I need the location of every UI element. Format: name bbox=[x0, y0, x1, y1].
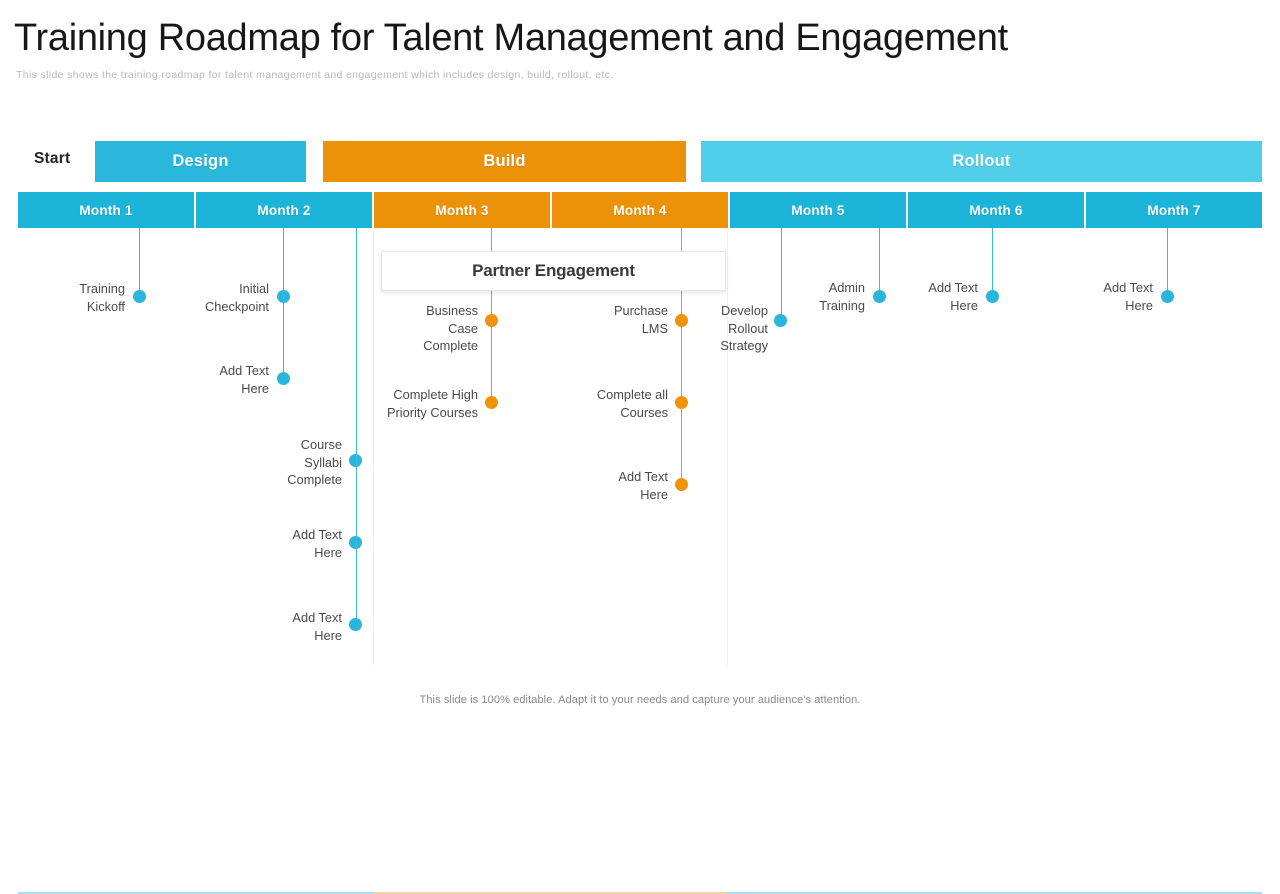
connector-add-text-here-m2-1 bbox=[283, 290, 284, 375]
section-divider-build-end bbox=[727, 228, 728, 666]
month-cell-7[interactable]: Month 7 bbox=[1086, 192, 1262, 228]
milestone-dot-add-text-here-m2-2[interactable] bbox=[349, 536, 362, 549]
milestone-label-complete-all-courses: Complete all Courses bbox=[596, 387, 668, 420]
month-cell-2[interactable]: Month 2 bbox=[196, 192, 374, 228]
footer-note: This slide is 100% editable. Adapt it to… bbox=[419, 694, 861, 706]
phase-bar-rollout[interactable]: Rollout bbox=[701, 141, 1262, 182]
connector-add-text-here-m4 bbox=[681, 396, 682, 483]
month-cell-6[interactable]: Month 6 bbox=[908, 192, 1086, 228]
milestone-dot-admin-training[interactable] bbox=[873, 290, 886, 303]
milestone-dot-add-text-here-m4[interactable] bbox=[675, 478, 688, 491]
milestone-dot-course-syllabi-complete[interactable] bbox=[349, 454, 362, 467]
connector-add-text-here-m2-2 bbox=[356, 454, 357, 539]
start-label: Start bbox=[34, 150, 71, 167]
milestone-dot-add-text-here-m2-1[interactable] bbox=[277, 372, 290, 385]
connector-complete-all-courses bbox=[681, 314, 682, 401]
milestone-label-training-kickoff: Training Kickoff bbox=[79, 281, 125, 314]
milestone-dot-add-text-here-m2-3[interactable] bbox=[349, 618, 362, 631]
milestone-label-add-text-here-m6: Add Text Here bbox=[928, 280, 978, 313]
milestone-dot-complete-high-priority[interactable] bbox=[485, 396, 498, 409]
month-cell-3[interactable]: Month 3 bbox=[374, 192, 552, 228]
month-cell-5[interactable]: Month 5 bbox=[730, 192, 908, 228]
connector-add-text-here-m2-3 bbox=[356, 536, 357, 621]
milestone-label-initial-checkpoint: Initial Checkpoint bbox=[204, 281, 269, 314]
milestone-dot-add-text-here-m7[interactable] bbox=[1161, 290, 1174, 303]
connector-training-kickoff bbox=[139, 228, 140, 290]
milestone-label-develop-rollout-strategy: Develop Rollout Strategy bbox=[720, 303, 768, 353]
milestone-label-purchase-lms: Purchase LMS bbox=[613, 303, 668, 336]
milestone-label-add-text-here-m4: Add Text Here bbox=[618, 469, 668, 502]
milestone-label-complete-high-priority: Complete High Priority Courses bbox=[386, 387, 478, 420]
phase-bar-row: Start Design Build Rollout bbox=[0, 141, 1280, 182]
month-cell-1[interactable]: Month 1 bbox=[18, 192, 196, 228]
milestone-label-course-syllabi-complete: Course Syllabi Complete bbox=[287, 437, 342, 487]
connector-initial-checkpoint bbox=[283, 228, 284, 290]
roadmap-body: Training Kickoff Initial Checkpoint Add … bbox=[0, 228, 1280, 894]
connector-add-text-here-m7 bbox=[1167, 228, 1168, 299]
milestone-label-add-text-here-m2-2: Add Text Here bbox=[292, 527, 342, 560]
page-subtitle: This slide shows the training roadmap fo… bbox=[16, 69, 614, 81]
partner-engagement-label: Partner Engagement bbox=[472, 261, 635, 280]
connector-admin-training bbox=[879, 228, 880, 299]
connector-add-text-here-m6 bbox=[992, 228, 993, 299]
milestone-dot-develop-rollout-strategy[interactable] bbox=[774, 314, 787, 327]
partner-engagement-callout[interactable]: Partner Engagement bbox=[381, 251, 726, 291]
milestone-label-add-text-here-m2-3: Add Text Here bbox=[292, 610, 342, 643]
milestone-label-add-text-here-m2-1: Add Text Here bbox=[219, 363, 269, 396]
milestone-label-business-case-complete: Business Case Complete bbox=[423, 303, 478, 353]
connector-complete-high-priority bbox=[491, 314, 492, 401]
connector-course-syllabi-complete bbox=[356, 228, 357, 463]
phase-bar-design[interactable]: Design bbox=[95, 141, 306, 182]
milestone-dot-training-kickoff[interactable] bbox=[133, 290, 146, 303]
month-bar-row: Month 1 Month 2 Month 3 Month 4 Month 5 … bbox=[18, 192, 1262, 228]
connector-develop-rollout-strategy bbox=[781, 228, 782, 323]
section-divider-build-start bbox=[373, 228, 374, 666]
milestone-dot-add-text-here-m6[interactable] bbox=[986, 290, 999, 303]
milestone-label-add-text-here-m7: Add Text Here bbox=[1103, 280, 1153, 313]
month-cell-4[interactable]: Month 4 bbox=[552, 192, 730, 228]
phase-bar-build[interactable]: Build bbox=[323, 141, 686, 182]
page-title: Training Roadmap for Talent Management a… bbox=[14, 17, 1008, 59]
milestone-label-admin-training: Admin Training bbox=[819, 280, 865, 313]
